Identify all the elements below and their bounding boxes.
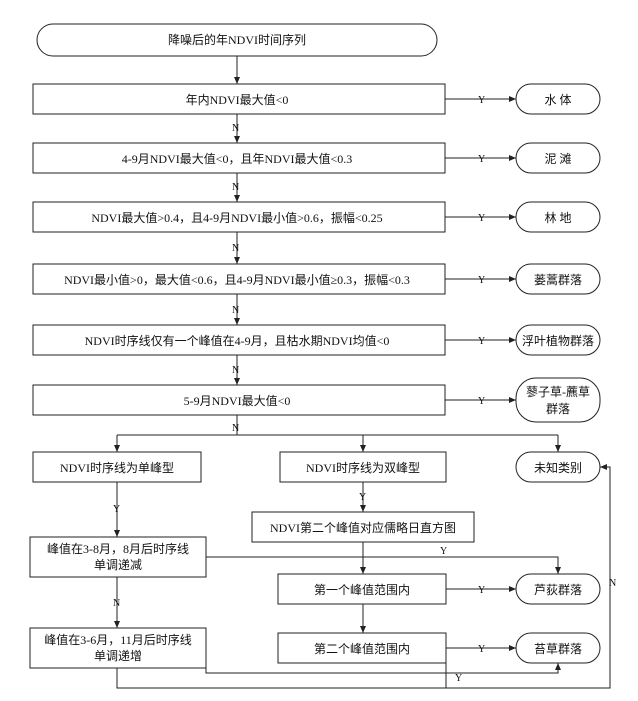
y-label-4: Y	[478, 275, 485, 286]
decision-box-5	[32, 324, 446, 356]
result-forest-label: 林 地	[544, 211, 571, 225]
result-polygonum-label-2: 群落	[546, 402, 570, 416]
start-label: 降噪后的年NDVI时间序列	[168, 32, 306, 47]
n-label-5: N	[232, 365, 239, 376]
range-1-label: 第一个峰值范围内	[314, 582, 410, 597]
result-mudflat-label: 泥 滩	[544, 152, 571, 166]
peak-38-box	[29, 536, 207, 578]
histogram-label: NDVI第二个峰值对应儒略日直方图	[270, 520, 456, 535]
y-label-5: Y	[478, 336, 485, 347]
y-label-1: Y	[478, 95, 485, 106]
n-label-6: N	[232, 423, 239, 434]
y-label-double: Y	[359, 492, 366, 503]
result-floating-label: 浮叶植物群落	[522, 333, 594, 348]
n-label-unknown: N	[609, 578, 616, 589]
y-label-peak38: Y	[440, 546, 447, 557]
range-2-label: 第二个峰值范围内	[314, 641, 410, 656]
peak-38-label-1: 峰值在3-8月，8月后时序线	[47, 541, 189, 556]
result-carex-label: 苔草群落	[534, 642, 582, 656]
n-label-2: N	[232, 182, 239, 193]
y-label-range2: Y	[478, 644, 485, 655]
double-peak-label: NDVI时序线为双峰型	[306, 460, 420, 475]
decision-label-6: 5-9月NDVI最大值<0	[184, 393, 291, 408]
histogram-box	[251, 511, 475, 543]
decision-box-3	[32, 201, 446, 233]
decision-box-6	[32, 384, 446, 416]
y-label-3: Y	[478, 213, 485, 224]
n-label-4: N	[232, 305, 239, 316]
result-unknown-label: 未知类别	[534, 461, 582, 475]
peak-36-label-1: 峰值在3-6月，11月后时序线	[44, 632, 192, 647]
range-2-box	[277, 632, 447, 664]
decision-box-1	[32, 83, 446, 115]
range-1-box	[277, 573, 447, 605]
y-label-single: Y	[113, 504, 120, 515]
n-label-peak38: N	[113, 598, 120, 609]
n-label-1: N	[232, 123, 239, 134]
decision-label-2: 4-9月NDVI最大值<0，且年NDVI最大值<0.3	[122, 151, 353, 166]
y-label-peak36: Y	[455, 673, 462, 684]
decision-label-3: NDVI最大值>0.4，且4-9月NDVI最小值>0.6，振幅<0.25	[91, 210, 382, 225]
decision-label-1: 年内NDVI最大值<0	[186, 92, 289, 107]
result-polygonum-label-1: 蓼子草-藨草	[526, 385, 590, 399]
result-water-label: 水 体	[544, 93, 571, 107]
result-reed-label: 芦荻群落	[534, 583, 582, 597]
peak-36-box	[29, 627, 207, 669]
y-label-range1: Y	[478, 585, 485, 596]
decision-box-4	[32, 263, 446, 295]
result-artemisia-label: 蒌蒿群落	[534, 273, 582, 287]
decision-label-5: NDVI时序线仅有一个峰值在4-9月，且枯水期NDVI均值<0	[85, 333, 390, 348]
y-label-6: Y	[478, 396, 485, 407]
single-peak-label: NDVI时序线为单峰型	[60, 460, 174, 475]
n-label-3: N	[232, 243, 239, 254]
decision-label-4: NDVI最小值>0，最大值<0.6，且4-9月NDVI最小值≥0.3，振幅<0.…	[64, 272, 410, 287]
peak-36-label-2: 单调递增	[94, 649, 142, 663]
peak-38-label-2: 单调递减	[94, 558, 142, 572]
y-label-2: Y	[478, 154, 485, 165]
decision-box-2	[32, 142, 446, 174]
